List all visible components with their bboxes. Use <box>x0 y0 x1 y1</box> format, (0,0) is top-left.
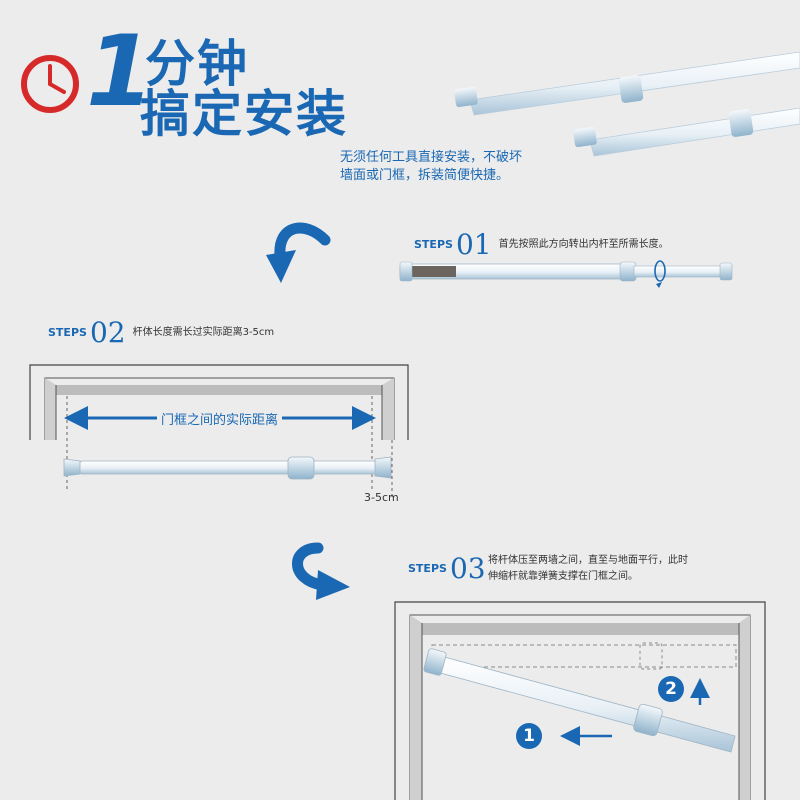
intro-text-line1: 无须任何工具直接安装，不破坏 <box>340 150 523 165</box>
step3-description-line1: 将杆体压至两墙之间，直至与地面平行，此时 <box>488 555 688 566</box>
headline-line2: 搞定安装 <box>140 85 348 143</box>
step3-description-line2: 伸缩杆就靠弹簧支撑在门框之间。 <box>488 571 638 582</box>
step-marker-1-text: 1 <box>523 726 535 746</box>
step3-door-frame <box>394 601 766 800</box>
step3-number: 03 <box>449 552 486 585</box>
step2-label: STEPS <box>48 326 87 339</box>
headline-line1: 分钟 <box>145 35 249 93</box>
step3-rod-illustration <box>423 648 736 753</box>
step1-label: STEPS <box>414 238 453 251</box>
step1-description: 首先按照此方向转出内杆至所需长度。 <box>498 239 669 250</box>
step-marker-1: 1 <box>516 723 542 749</box>
curved-arrow-icon <box>266 222 331 283</box>
extra-length-label: 3-5cm <box>364 491 399 504</box>
step1-rod-illustration <box>399 260 733 288</box>
step1-number: 01 <box>455 228 492 261</box>
clock-icon <box>21 55 79 113</box>
step3-label: STEPS <box>408 562 447 575</box>
step2-number: 02 <box>89 316 126 349</box>
product-rod-lower <box>573 107 800 157</box>
curved-arrow-icon <box>292 542 350 600</box>
step-marker-2: 2 <box>658 676 684 702</box>
product-rod-upper <box>454 51 800 116</box>
step-marker-2-text: 2 <box>665 679 677 699</box>
step2-description: 杆体长度需长过实际距离3-5cm <box>132 327 275 338</box>
distance-label: 门框之间的实际距离 <box>157 409 283 428</box>
step2-door-frame <box>29 364 409 500</box>
step2-rod-illustration <box>63 456 392 480</box>
big-number-one: 1 <box>86 15 155 129</box>
intro-text-line2: 墙面或门框，拆装简便快捷。 <box>340 168 510 183</box>
